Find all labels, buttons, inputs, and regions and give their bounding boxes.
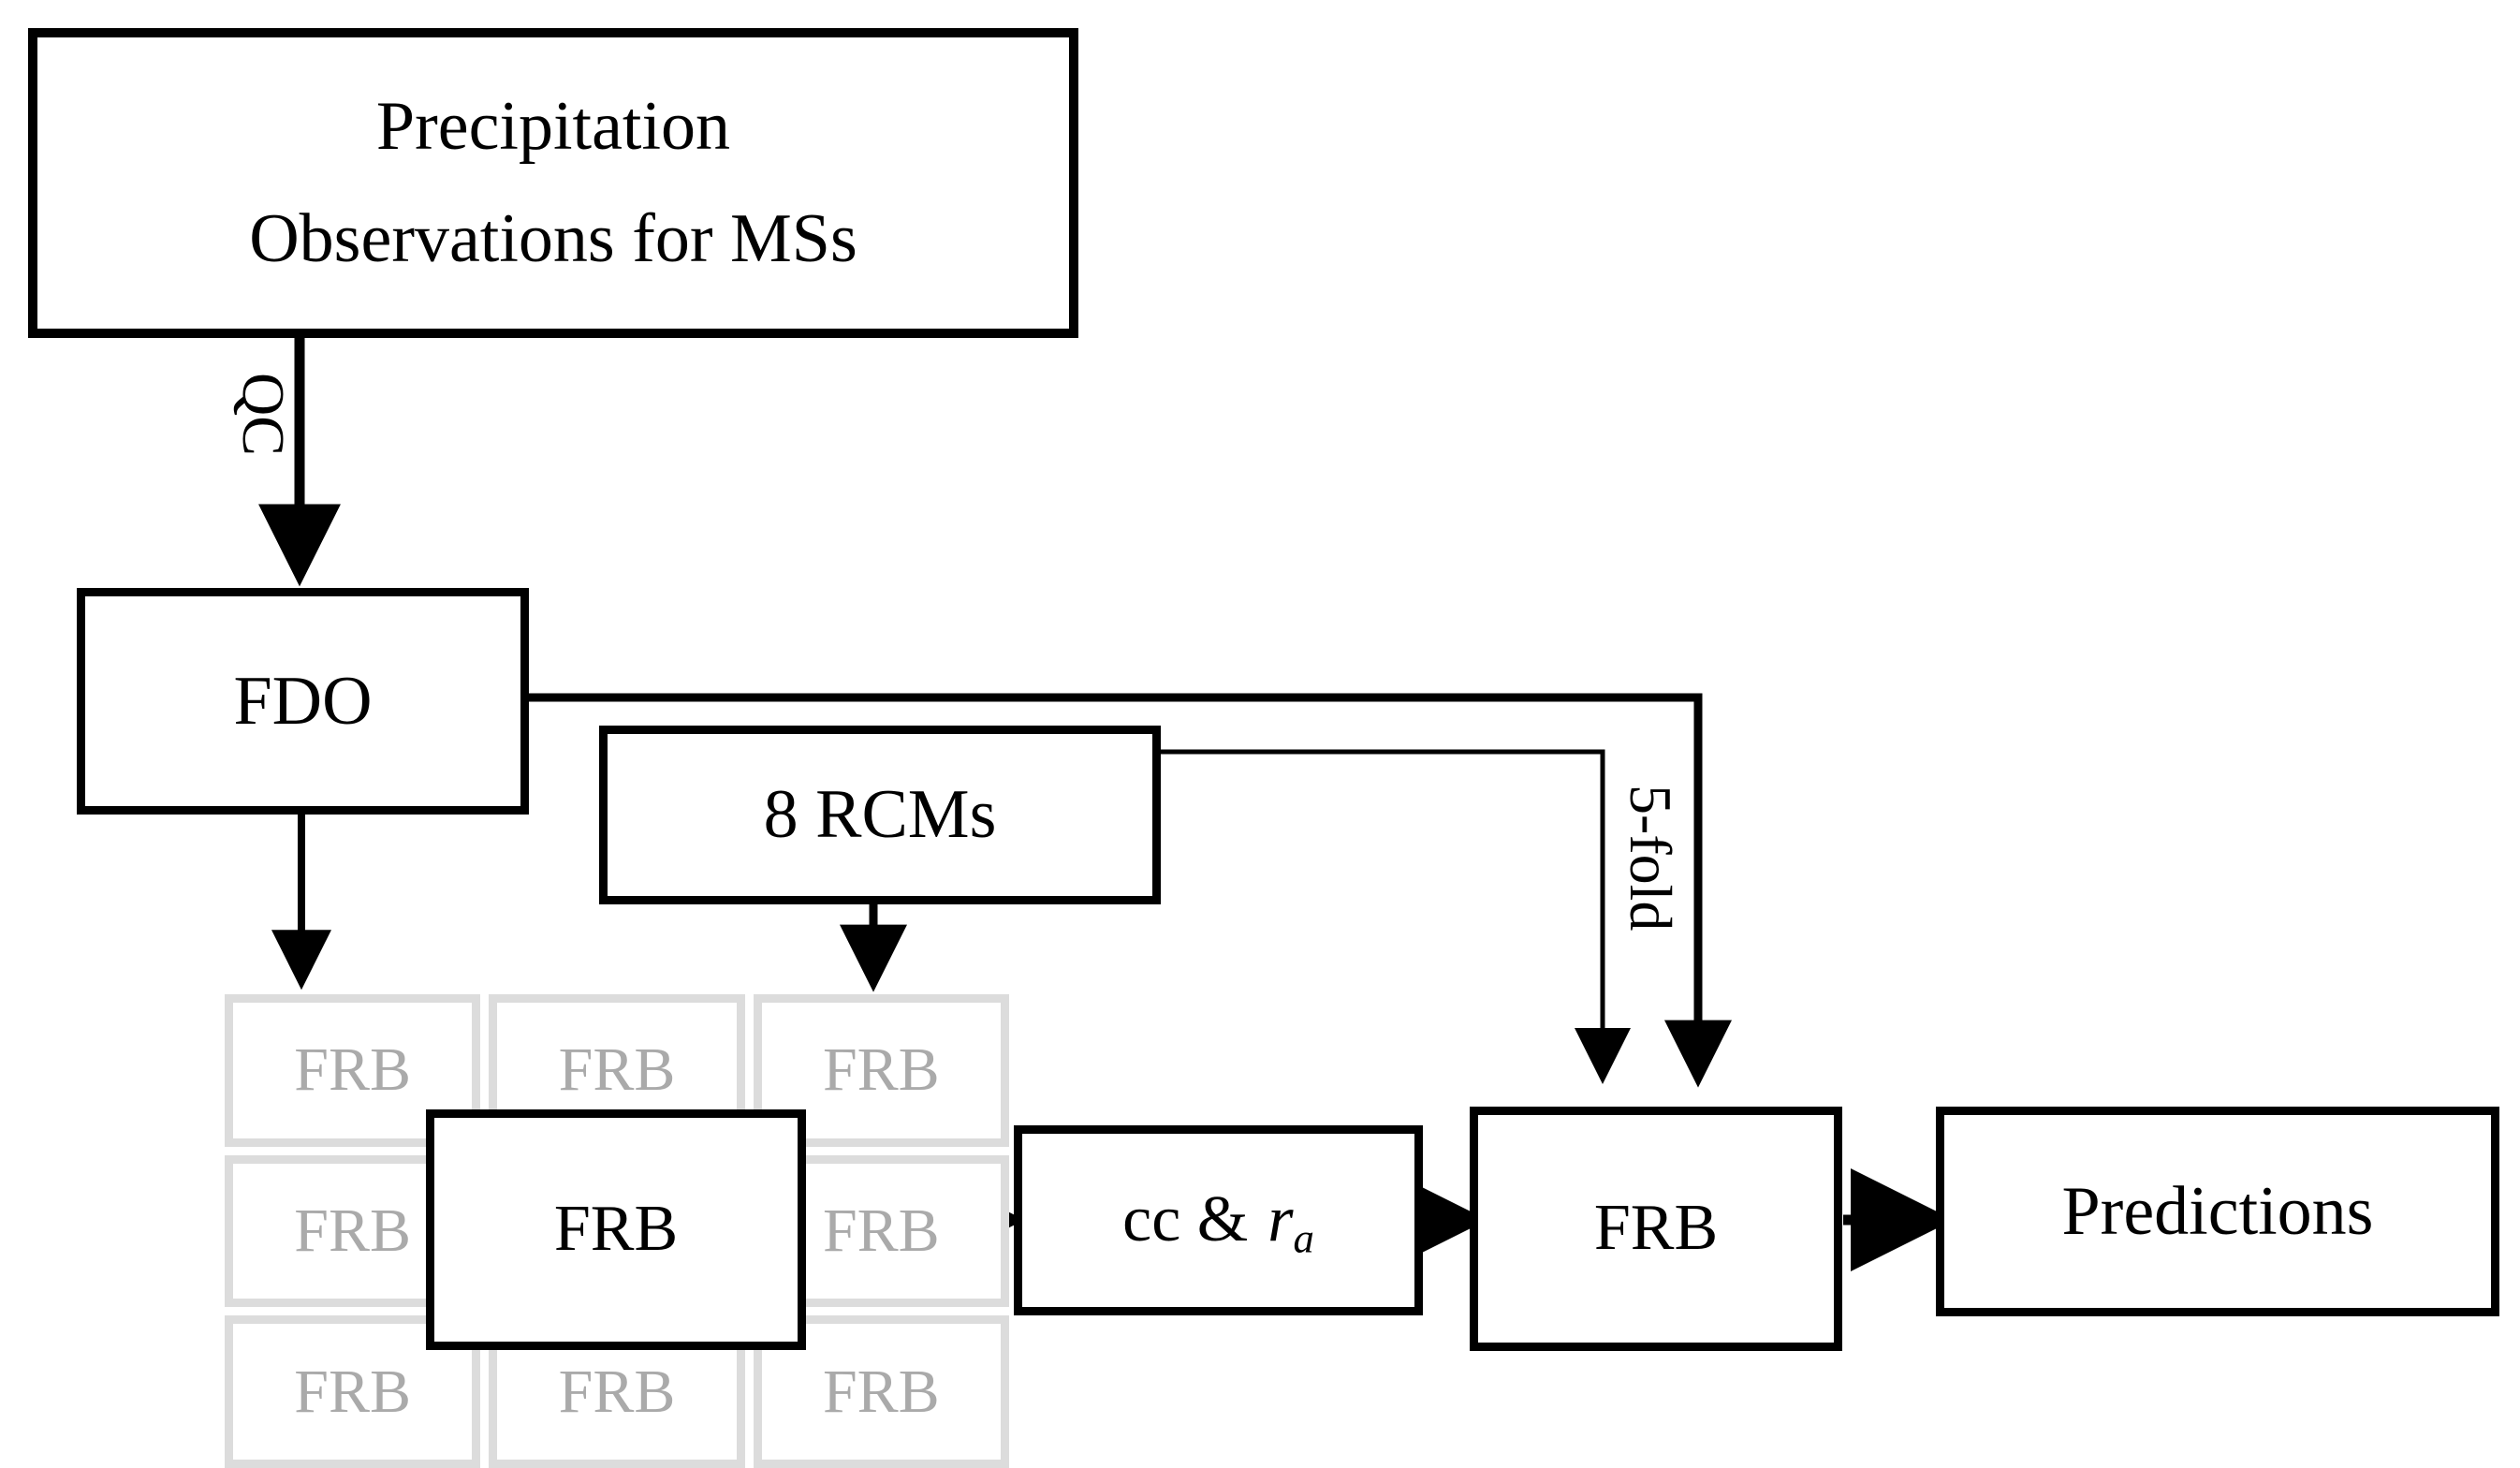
- node-predictions[interactable]: Predictions: [1936, 1107, 2499, 1316]
- node-frb-selected[interactable]: FRB: [426, 1109, 806, 1350]
- cc-prefix: cc &: [1122, 1183, 1249, 1256]
- node-frb-trained-label: FRB: [1593, 1192, 1719, 1265]
- edge-rcms-to-frb-right: [1161, 749, 1631, 1085]
- frb-ghost-cell: FRB: [225, 994, 481, 1147]
- node-cc-and-ra[interactable]: cc &ra: [1014, 1125, 1423, 1315]
- edge-fdo-to-frb-right: [529, 693, 1732, 1088]
- node-precipitation-observations[interactable]: Precipitation Observations for MSs: [28, 28, 1078, 338]
- edge-label-qc: QC: [230, 373, 297, 456]
- cc-metric-subscript: a: [1293, 1214, 1314, 1262]
- frb-ghost-cell: FRB: [753, 994, 1009, 1147]
- node-8-rcms-label: 8 RCMs: [763, 776, 997, 854]
- node-8-rcms[interactable]: 8 RCMs: [599, 726, 1161, 904]
- node-frb-trained[interactable]: FRB: [1470, 1107, 1842, 1351]
- node-predictions-label: Predictions: [2061, 1172, 2374, 1250]
- node-frb-selected-label: FRB: [553, 1193, 679, 1266]
- node-cc-and-ra-label: cc &ra: [1122, 1169, 1314, 1271]
- cc-metric-base: r: [1267, 1183, 1294, 1256]
- node-fdo-label: FDO: [233, 662, 373, 740]
- node-precipitation-line2: Observations for MSs: [249, 199, 857, 277]
- node-precipitation-line1: Precipitation: [375, 87, 731, 165]
- node-fdo[interactable]: FDO: [77, 588, 529, 815]
- edge-label-5-fold: 5-fold: [1618, 785, 1684, 932]
